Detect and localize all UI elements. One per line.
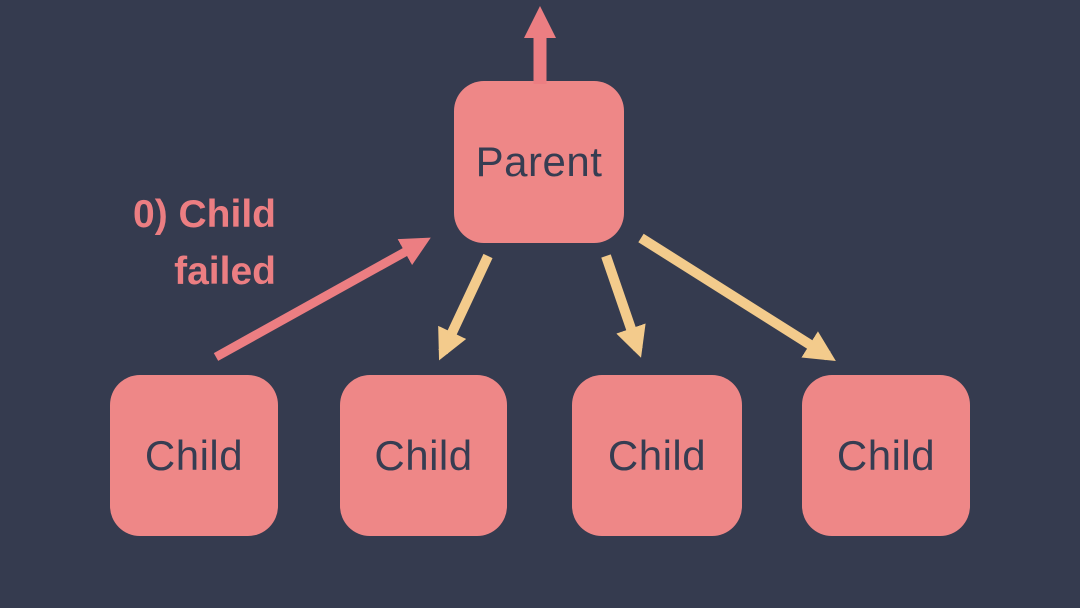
parent-to-child2-arrow — [438, 253, 493, 361]
child-node-label: Child — [836, 431, 936, 479]
failure-annotation: 0) Child failed — [96, 186, 276, 300]
child-node-label: Child — [144, 431, 244, 479]
failure-annotation-line2: failed — [174, 250, 276, 293]
failure-annotation-line1: 0) Child — [133, 193, 276, 236]
parent-node-label: Parent — [475, 138, 603, 185]
parent-node: Parent — [454, 81, 624, 243]
child-node-label: Child — [607, 431, 707, 479]
child-node-label: Child — [374, 431, 473, 479]
child-node-4: Child — [802, 375, 970, 536]
child-node-3: Child — [572, 375, 742, 536]
parent-to-child3-arrow — [601, 254, 646, 358]
child-node-1: Child — [110, 375, 278, 536]
child-node-2: Child — [340, 375, 507, 536]
parent-escalation-up-arrow — [524, 6, 556, 84]
parent-to-child4-arrow — [638, 233, 836, 361]
